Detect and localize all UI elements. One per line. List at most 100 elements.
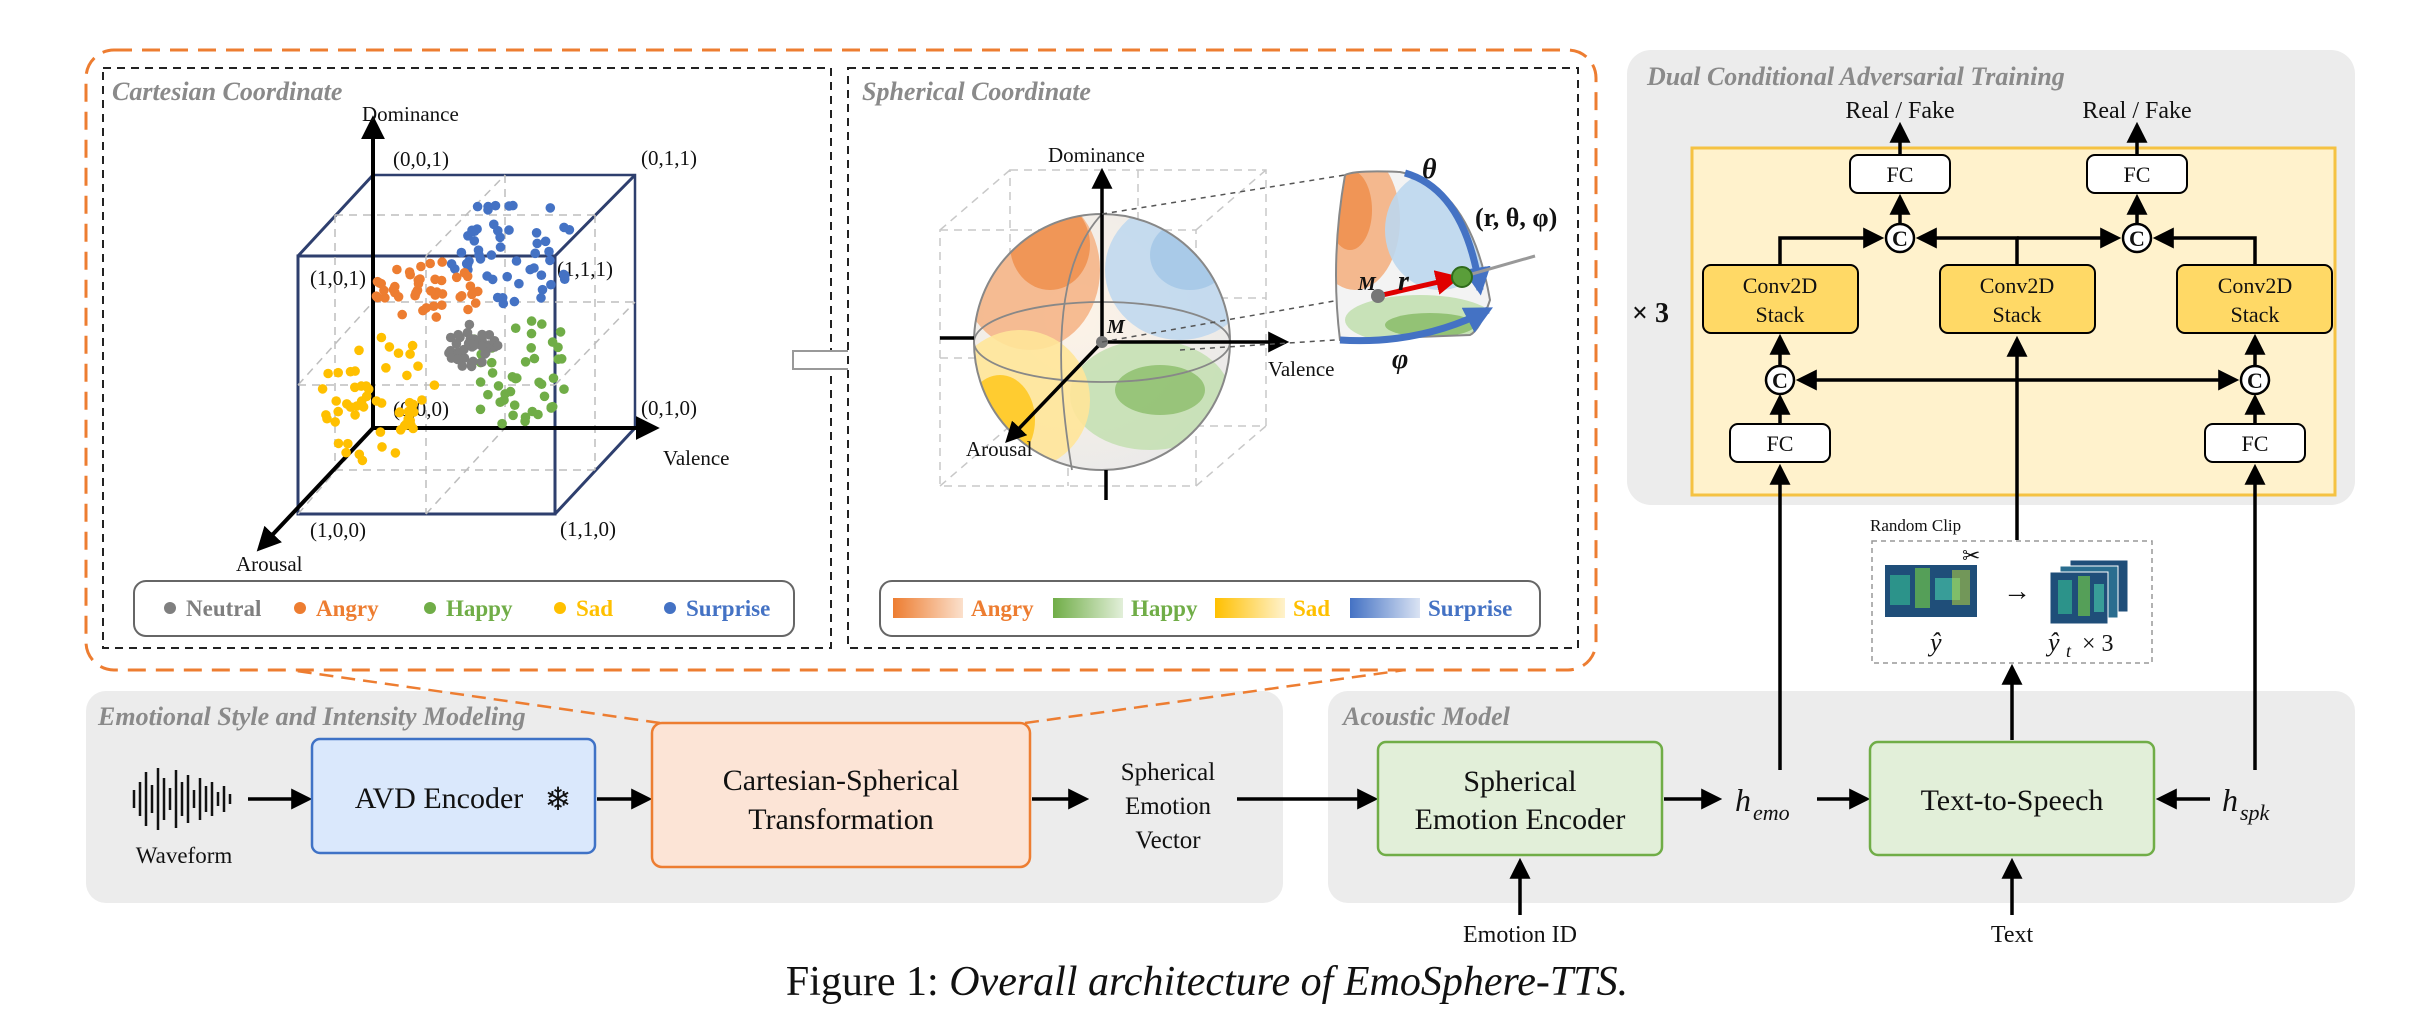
adversarial-title: Dual Conditional Adversarial Training: [1646, 62, 2065, 91]
legend-dot-angry: [294, 602, 306, 614]
scatter-point-happy: [526, 316, 537, 326]
corner-001: (0,0,1): [393, 147, 449, 171]
scatter-point-happy: [520, 412, 531, 423]
legend-swatch-surprise: [1350, 598, 1420, 618]
scatter-point-happy: [546, 402, 557, 413]
svg-text:Emotion Encoder: Emotion Encoder: [1415, 803, 1626, 836]
scatter-point-angry: [463, 304, 473, 315]
h-emo-subscript: emo: [1753, 800, 1790, 825]
corner-010: (0,1,0): [641, 396, 697, 420]
legend-swatch-sad: [1215, 598, 1285, 618]
scatter-point-surprise: [472, 201, 483, 212]
theta-label: θ: [1422, 154, 1437, 185]
scatter-point-surprise: [474, 250, 484, 260]
scatter-point-neutral: [492, 340, 503, 351]
concat-bottom-right: C: [2247, 368, 2263, 393]
scatter-point-sad: [429, 380, 440, 391]
clipped-spectrograms-icon: [2049, 559, 2129, 625]
scatter-point-surprise: [545, 203, 556, 213]
scatter-point-angry: [393, 292, 404, 302]
visualization-panel: [84, 48, 1598, 672]
spectrogram-icon: [1885, 565, 1977, 617]
scatter-point-angry: [465, 281, 476, 292]
scatter-point-sad: [393, 348, 404, 359]
h-spk-subscript: spk: [2240, 800, 2271, 825]
scatter-point-happy: [487, 368, 498, 378]
scatter-point-surprise: [537, 284, 548, 295]
scatter-point-surprise: [456, 247, 467, 258]
scatter-point-surprise: [509, 296, 520, 307]
real-fake-label-2: Real / Fake: [2082, 98, 2191, 124]
scatter-point-happy: [505, 386, 516, 397]
scatter-point-surprise: [532, 238, 542, 249]
scatter-point-happy: [556, 354, 567, 364]
scatter-point-angry: [425, 258, 436, 269]
spherical-legend: [879, 580, 1541, 637]
svg-text:Stack: Stack: [2231, 302, 2280, 327]
svg-text:Cartesian-Spherical: Cartesian-Spherical: [723, 764, 960, 797]
text-to-speech-box: Text-to-Speech: [1868, 740, 2156, 857]
scatter-point-angry: [388, 284, 399, 295]
scatter-point-sad: [356, 381, 367, 391]
scatter-point-neutral: [452, 354, 463, 365]
scatter-point-surprise: [446, 259, 457, 269]
phi-label: φ: [1392, 344, 1408, 375]
scatter-point-sad: [404, 397, 415, 408]
scatter-point-surprise: [504, 225, 514, 235]
y-hat-t-subscript: t: [2066, 641, 2072, 661]
scatter-point-surprise: [536, 270, 547, 281]
scatter-point-happy: [559, 384, 569, 395]
y-hat-label: ŷ: [1927, 628, 1942, 657]
scatter-point-sad: [345, 366, 356, 377]
legend-swatch-happy: [1053, 598, 1123, 618]
scissors-icon: ✂: [1962, 543, 1980, 568]
scatter-point-sad: [375, 427, 386, 437]
legend-label-surprise: Surprise: [1428, 596, 1512, 621]
scatter-point-angry: [421, 303, 432, 313]
y-hat-t-label: ŷ: [2045, 628, 2060, 657]
scatter-point-neutral: [484, 330, 495, 340]
scatter-point-surprise: [531, 228, 542, 238]
scatter-point-surprise: [525, 264, 535, 275]
repeat-label: × 3: [1632, 298, 1669, 329]
scatter-point-happy: [493, 381, 504, 391]
spherical-emotion-encoder-box: Spherical Emotion Encoder: [1376, 740, 1664, 857]
svg-text:Conv2D: Conv2D: [1980, 273, 2055, 298]
scatter-point-angry: [470, 298, 481, 308]
dominance-label: Dominance: [362, 102, 459, 126]
legend-label-neutral: Neutral: [186, 596, 261, 621]
scatter-point-happy: [499, 395, 509, 405]
scatter-point-happy: [486, 357, 497, 368]
snowflake-icon: ❄: [545, 781, 572, 817]
sphere-valence-label: Valence: [1268, 357, 1334, 381]
scatter-point-angry: [416, 261, 426, 272]
sphere-center-label: M: [1106, 316, 1126, 338]
concat-top-left: C: [1892, 226, 1908, 251]
scatter-point-sad: [333, 367, 344, 378]
legend-label-sad: Sad: [576, 596, 613, 621]
spherical-panel: Spherical Coordinate: [847, 67, 1579, 649]
legend-swatch-angry: [893, 598, 963, 618]
scatter-point-sad: [343, 438, 353, 449]
conv2d-stack-right: Conv2D Stack: [2176, 264, 2333, 334]
scatter-point-happy: [509, 400, 520, 411]
scatter-point-sad: [384, 342, 395, 352]
scatter-point-sad: [413, 361, 423, 372]
scatter-point-surprise: [502, 271, 512, 282]
svg-text:Stack: Stack: [1993, 302, 2042, 327]
scatter-point-angry: [380, 293, 390, 303]
scatter-point-neutral: [469, 340, 480, 351]
scatter-point-angry: [411, 288, 421, 298]
scatter-point-surprise: [486, 250, 497, 260]
scatter-point-happy: [555, 327, 566, 337]
waveform-icon: [132, 768, 232, 830]
scatter-point-surprise: [483, 201, 493, 212]
scatter-point-surprise: [467, 225, 477, 236]
scatter-point-happy: [537, 319, 547, 329]
r-label: r: [1398, 266, 1410, 297]
scatter-point-happy: [520, 357, 531, 367]
scatter-point-sad: [376, 398, 387, 408]
conv2d-stack-left: Conv2D Stack: [1702, 264, 1859, 334]
